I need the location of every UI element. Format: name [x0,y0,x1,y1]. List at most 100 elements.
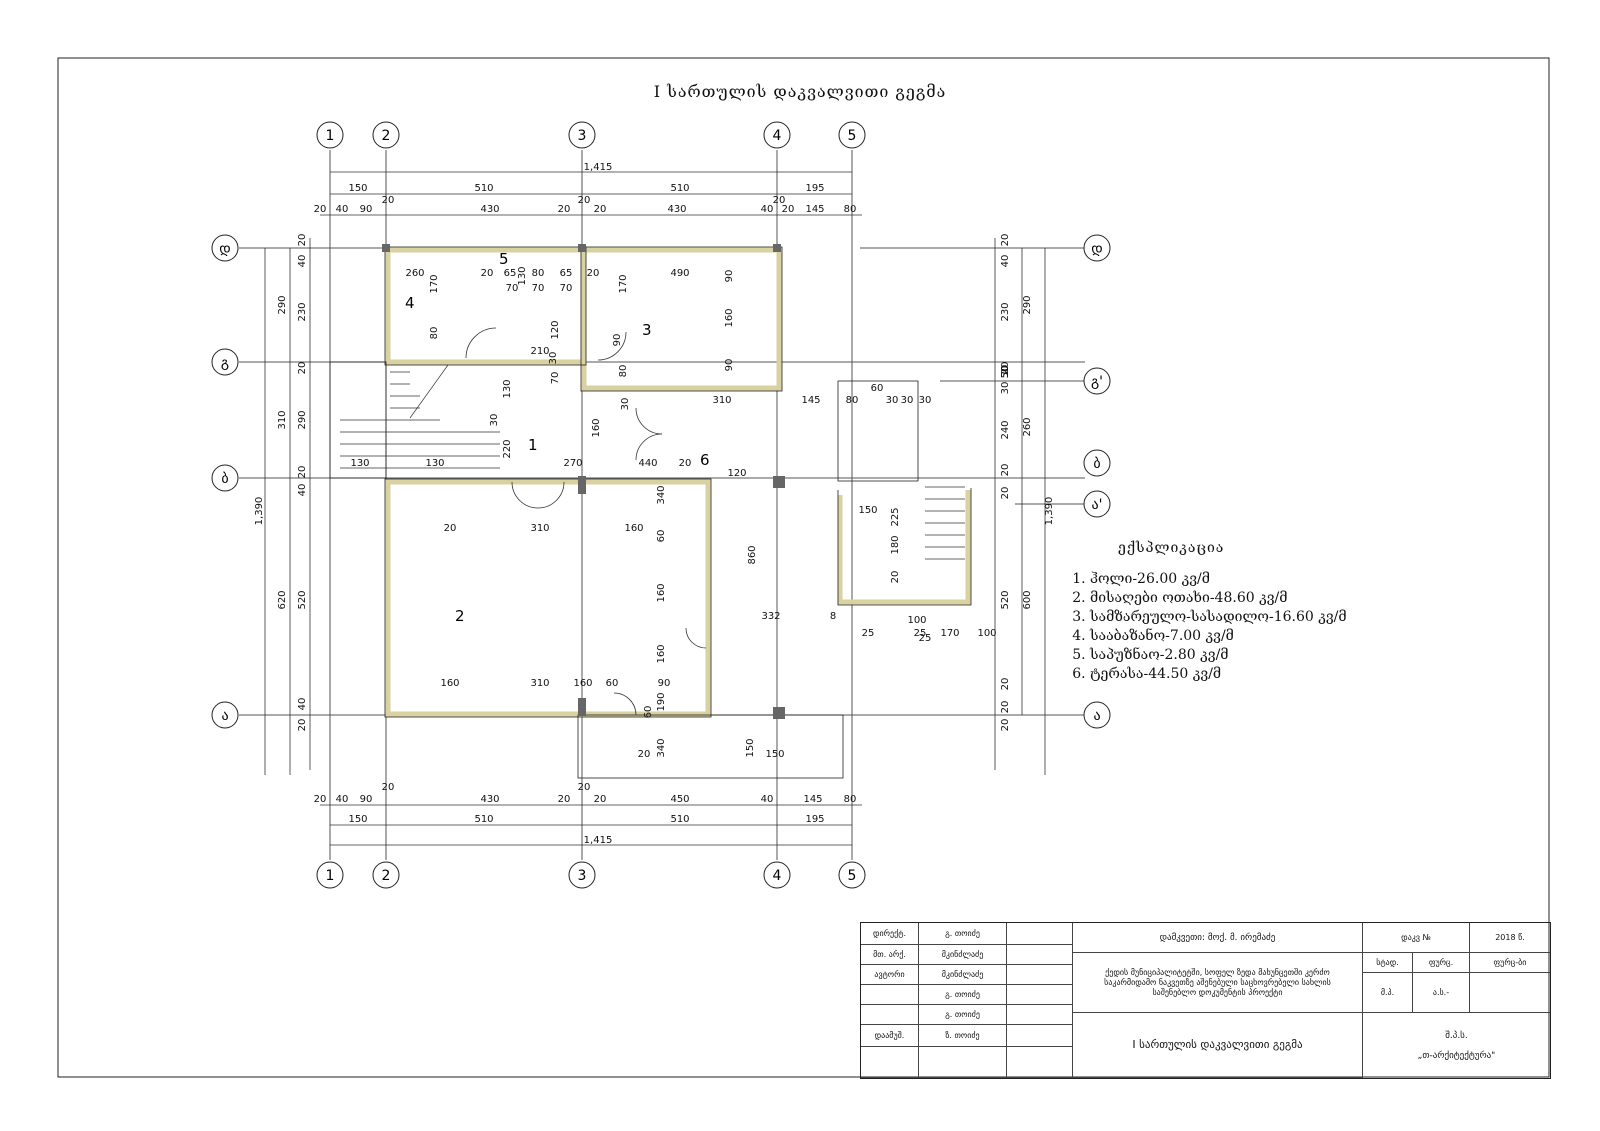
dimension-value: 20 [314,204,327,215]
title-block: დირექტ. გ. თოიძე მთ. არქ. მკინძლაძე ავტო… [860,922,1551,1079]
dimension-value: 190 [656,692,667,711]
dimension-value: 260 [405,268,424,279]
dimension-value: 30 [548,352,559,365]
dimension-value: 30 [1000,365,1011,378]
dimension-value: 160 [573,678,592,689]
room-number: 6 [700,451,710,469]
explication-item: საპუზნაო-2.80 კვ/მ [1090,646,1347,665]
axis-top-label: 1 [326,128,335,144]
dimension-value: 195 [805,814,824,825]
dimension-value: 160 [440,678,459,689]
dimension-value: 25 [862,628,875,639]
dimension-value: 120 [727,468,746,479]
dimension-value: 1,390 [254,497,265,526]
room-numbers: 1 2 3 4 5 6 [405,250,710,625]
dimension-value: 20 [638,749,651,760]
dimension-value: 30 [919,395,932,406]
dimension-value: 30 [620,398,631,411]
stamp-customer: დამკვეთი: მოქ. მ. ირემაძე [1073,923,1363,953]
dimension-value: 90 [360,204,373,215]
axis-labels: 1 2 3 4 5 1 2 3 4 5 დ გ ბ ა დ გ' ბ ა' ა [219,128,1103,884]
dimension-value: 1,415 [584,835,613,846]
dimension-value: 25 [914,628,927,639]
dimension-value: 510 [670,814,689,825]
dimension-value: 40 [1000,255,1011,268]
dimension-value: 240 [1000,420,1011,439]
explication-item: ჰოლი-26.00 კვ/მ [1090,570,1347,589]
dimension-value: 520 [297,590,308,609]
dimension-value: 130 [517,266,528,285]
room-number: 3 [642,321,652,339]
dimension-value: 230 [1000,302,1011,321]
dimension-value: 310 [712,395,731,406]
dimension-value: 20 [481,268,494,279]
dimension-value: 20 [297,362,308,375]
dimension-value: 150 [745,738,756,757]
dimension-value: 8 [830,611,836,622]
axis-bubbles [211,121,1111,889]
dimension-value: 80 [844,204,857,215]
dimension-value: 20 [297,234,308,247]
dimension-value: 150 [858,505,877,516]
stamp-sign [1007,945,1073,965]
dimension-value: 20 [1000,362,1011,375]
dimension-value: 210 [530,346,549,357]
stamp-stage-label: სტად. [1363,953,1413,973]
axis-bottom-label: 1 [326,868,335,884]
dimension-value: 430 [480,204,499,215]
dimension-value: 1,415 [584,162,613,173]
dimension-value: 90 [724,270,735,283]
axis-bottom-label: 4 [773,868,782,884]
explication-item: მისაღები ოთახი-48.60 კვ/მ [1090,589,1347,608]
stamp-sheet-no: დაკვ № [1363,923,1470,953]
dimension-value: 20 [679,458,692,469]
stamp-role [861,1005,919,1025]
axis-top-label: 5 [848,128,857,144]
dimension-value: 180 [890,535,901,554]
dimension-value: 160 [724,308,735,327]
dimension-value: 130 [350,458,369,469]
dimension-value: 145 [805,204,824,215]
dimension-value: 40 [336,204,349,215]
dimension-value: 270 [563,458,582,469]
dimension-value: 440 [638,458,657,469]
dimension-value: 40 [761,794,774,805]
explication-title: ექსპლიკაცია [1118,540,1225,556]
stamp-sheets [1470,973,1550,1013]
axis-top-label: 2 [382,128,391,144]
dimension-value: 860 [747,545,758,564]
dimension-value: 20 [578,195,591,206]
stamp-empty [1007,1047,1073,1078]
doors [465,327,707,716]
dimension-value: 30 [886,395,899,406]
dimension-value: 430 [480,794,499,805]
dimension-value: 220 [502,439,513,458]
dimension-value: 120 [550,320,561,339]
axis-right-label: გ' [1091,374,1103,390]
axis-bottom-label: 2 [382,868,391,884]
stamp-sign [1007,1025,1073,1047]
stamp-year: 2018 წ. [1470,923,1550,953]
dimension-value: 170 [618,274,629,293]
axis-top-label: 4 [773,128,782,144]
dimension-value: 195 [805,183,824,194]
dimension-value: 90 [612,334,623,347]
axis-left-label: ბ [221,471,228,487]
stamp-sign [1007,923,1073,945]
dimension-value: 70 [550,372,561,385]
dimension-value: 100 [907,615,926,626]
stamp-person: გ. თოიძე [919,985,1007,1005]
stamp-company-line: „თ-არქიტექტურა" [1417,1050,1496,1061]
dimension-value: 430 [667,204,686,215]
stamp-person: მკინძლაძე [919,965,1007,985]
stamp-person: გ. თოიძე [919,1005,1007,1025]
axis-right-label: ბ [1093,456,1100,472]
dimension-value: 310 [530,678,549,689]
stamp-role: მთ. არქ. [861,945,919,965]
stamp-person: ზ. თოიძე [919,1025,1007,1047]
dimension-value: 160 [656,644,667,663]
stamp-sheet-label: ფურც. [1413,953,1470,973]
dimension-value: 600 [1022,590,1033,609]
dimension-value: 290 [297,410,308,429]
